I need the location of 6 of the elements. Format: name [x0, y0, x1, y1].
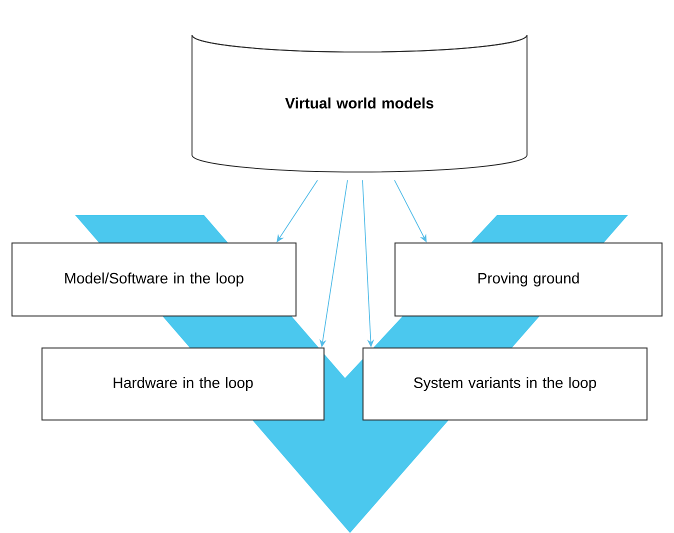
process-box: Proving ground	[394, 242, 662, 316]
arrow	[276, 180, 318, 242]
process-box: System variants in the loop	[362, 348, 648, 420]
process-box: Hardware in the loop	[42, 348, 324, 420]
cylinder: Virtual world models	[192, 34, 528, 172]
process-box: Model/Software in the loop	[12, 242, 296, 316]
